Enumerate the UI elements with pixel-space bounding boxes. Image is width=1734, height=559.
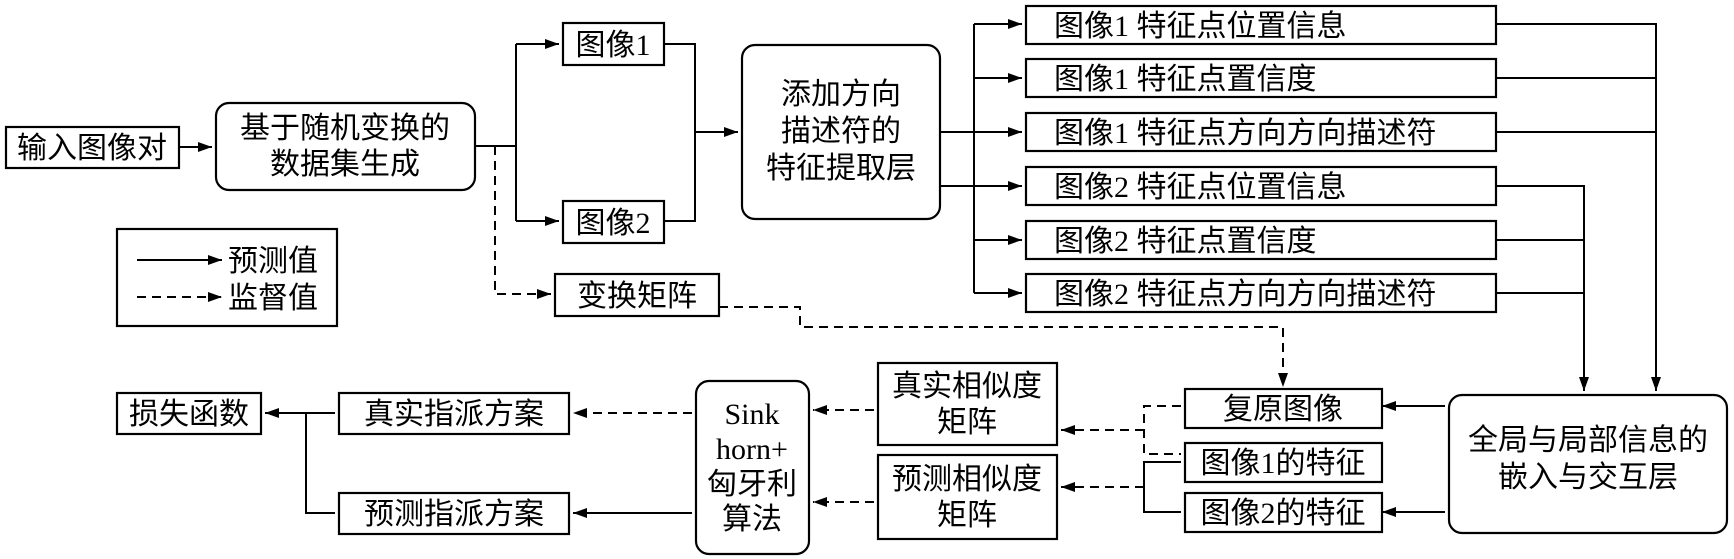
node-img1-descriptor: 图像1 特征点方向方向描述符 xyxy=(1024,111,1498,153)
node-feature-extraction-label-line3: 特征提取层 xyxy=(766,152,916,185)
legend-predicted-label: 预测值 xyxy=(228,245,318,278)
node-feature-extraction-layer: 添加方向 描述符的 特征提取层 xyxy=(740,43,942,221)
node-img1-descriptor-label: 图像1 特征点方向方向描述符 xyxy=(1054,117,1437,150)
node-transform-matrix: 变换矩阵 xyxy=(553,272,721,318)
dashed-arrow-to-transform xyxy=(494,146,551,299)
node-img2-confidence-label: 图像2 特征点置信度 xyxy=(1054,225,1317,258)
dashed-arrow-to-restore xyxy=(719,306,1288,387)
node-loss-function: 损失函数 xyxy=(115,391,263,436)
node-pred-similarity-label-line1: 预测相似度 xyxy=(892,463,1042,496)
node-true-assignment: 真实指派方案 xyxy=(337,391,571,436)
node-pred-similarity-matrix: 预测相似度 矩阵 xyxy=(876,453,1059,541)
node-global-local-layer: 全局与局部信息的 嵌入与交互层 xyxy=(1447,393,1729,535)
connectors xyxy=(179,19,1661,518)
node-true-assignment-label: 真实指派方案 xyxy=(364,398,544,431)
node-true-similarity-label-line2: 矩阵 xyxy=(937,406,997,439)
node-restore-image: 复原图像 xyxy=(1183,387,1384,430)
node-restore-image-label: 复原图像 xyxy=(1223,393,1343,426)
node-img2-position: 图像2 特征点位置信息 xyxy=(1024,165,1498,207)
node-feature-extraction-label-line2: 描述符的 xyxy=(781,115,901,148)
node-sinkhorn-label-line1: Sink xyxy=(724,398,779,431)
node-img1-confidence-label: 图像1 特征点置信度 xyxy=(1054,63,1317,96)
node-pred-similarity-label-line2: 矩阵 xyxy=(937,499,997,532)
node-pred-assignment-label: 预测指派方案 xyxy=(364,498,544,531)
node-img2-feature: 图像2的特征 xyxy=(1183,491,1384,534)
node-sinkhorn-label-line4: 算法 xyxy=(722,503,782,536)
node-dataset-generation-label-line2: 数据集生成 xyxy=(270,148,420,181)
node-img2-descriptor: 图像2 特征点方向方向描述符 xyxy=(1024,272,1498,314)
node-sinkhorn-hungarian: Sink horn+ 匈牙利 算法 xyxy=(694,379,811,556)
node-img2-position-label: 图像2 特征点位置信息 xyxy=(1054,171,1347,204)
line-img1-features-merge xyxy=(1496,23,1657,374)
node-sinkhorn-label-line2: horn+ xyxy=(716,433,788,466)
node-true-similarity-matrix: 真实相似度 矩阵 xyxy=(876,361,1059,447)
node-pred-assignment: 预测指派方案 xyxy=(337,491,571,536)
node-feature-extraction-label-line1: 添加方向 xyxy=(781,78,901,111)
node-img1-confidence: 图像1 特征点置信度 xyxy=(1024,57,1498,99)
line-extract-fanout xyxy=(940,24,975,293)
legend-supervised-label: 监督值 xyxy=(228,282,318,315)
node-img1-position-label: 图像1 特征点位置信息 xyxy=(1054,10,1347,43)
node-sinkhorn-label-line3: 匈牙利 xyxy=(707,468,797,501)
line-assign-merge xyxy=(305,412,335,514)
node-global-local-label-line2: 嵌入与交互层 xyxy=(1498,461,1678,494)
node-transform-matrix-label: 变换矩阵 xyxy=(577,280,697,313)
node-img1-feature: 图像1的特征 xyxy=(1183,441,1384,484)
node-img2-feature-label: 图像2的特征 xyxy=(1201,497,1366,530)
node-image2-label: 图像2 xyxy=(576,207,651,240)
node-img2-confidence: 图像2 特征点置信度 xyxy=(1024,219,1498,261)
node-image1-label: 图像1 xyxy=(576,29,651,62)
dashed-line-true-sim-merge xyxy=(1143,405,1181,455)
legend-frame xyxy=(115,227,339,328)
node-global-local-label-line1: 全局与局部信息的 xyxy=(1468,424,1708,457)
node-img1-position: 图像1 特征点位置信息 xyxy=(1024,4,1498,46)
node-img2-descriptor-label: 图像2 特征点方向方向描述符 xyxy=(1054,278,1437,311)
node-dataset-generation: 基于随机变换的 数据集生成 xyxy=(214,101,477,192)
legend: 预测值 监督值 xyxy=(115,227,339,328)
node-input-pair-label: 输入图像对 xyxy=(17,132,167,165)
node-dataset-generation-label-line1: 基于随机变换的 xyxy=(240,112,450,145)
node-image2: 图像2 xyxy=(561,199,666,245)
line-pred-sim-merge xyxy=(1143,461,1181,513)
node-image1: 图像1 xyxy=(561,21,666,67)
node-loss-function-label: 损失函数 xyxy=(129,398,249,431)
node-true-similarity-label-line1: 真实相似度 xyxy=(892,370,1042,403)
node-input-pair: 输入图像对 xyxy=(4,125,181,170)
node-img1-feature-label: 图像1的特征 xyxy=(1201,447,1366,480)
line-img2-features-merge xyxy=(1496,185,1585,374)
